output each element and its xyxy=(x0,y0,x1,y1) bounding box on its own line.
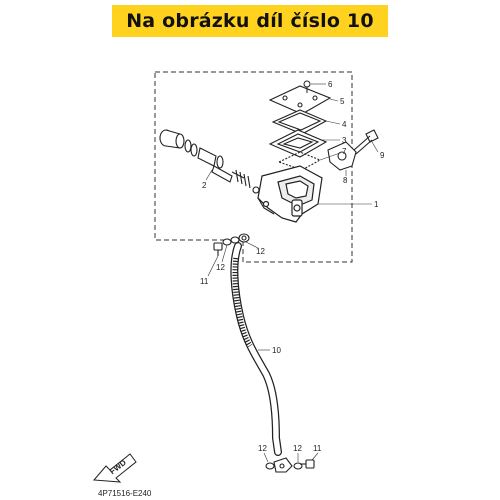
callout-12-left: 12 xyxy=(216,263,225,272)
holder-bolt xyxy=(353,129,379,155)
master-cylinder-body xyxy=(257,165,323,223)
title-banner: Na obrázku díl číslo 10 xyxy=(112,5,388,37)
callout-11-top: 11 xyxy=(200,277,209,286)
callout-8: 8 xyxy=(343,176,348,185)
assembly-outline xyxy=(154,71,353,263)
callout-6: 6 xyxy=(328,80,333,89)
holder-bracket xyxy=(327,141,357,171)
callout-7: 7 xyxy=(342,147,347,156)
reservoir-cap xyxy=(268,85,332,115)
diaphragm xyxy=(268,129,328,158)
callout-12-bottom-left: 12 xyxy=(258,444,267,453)
part-code: 4P71516-E240 xyxy=(98,489,152,498)
callout-11-bottom: 11 xyxy=(313,444,322,453)
callout-12-right: 12 xyxy=(256,247,265,256)
callout-1: 1 xyxy=(374,200,379,209)
banner-title: Na obrázku díl číslo 10 xyxy=(126,10,374,32)
callout-5: 5 xyxy=(340,97,345,106)
reservoir-cap-assembly xyxy=(268,85,332,171)
callout-2: 2 xyxy=(202,181,207,190)
brake-hose xyxy=(230,242,282,456)
callout-9: 9 xyxy=(380,151,385,160)
callout-10: 10 xyxy=(272,346,281,355)
piston-kit xyxy=(159,129,260,194)
fwd-arrow-icon: FWD xyxy=(92,453,137,483)
callout-12-bottom-right: 12 xyxy=(293,444,302,453)
callout-4: 4 xyxy=(342,120,347,129)
cap-screw xyxy=(303,80,311,93)
callout-3: 3 xyxy=(342,136,347,145)
upper-union xyxy=(213,233,250,256)
lower-union xyxy=(265,457,315,473)
